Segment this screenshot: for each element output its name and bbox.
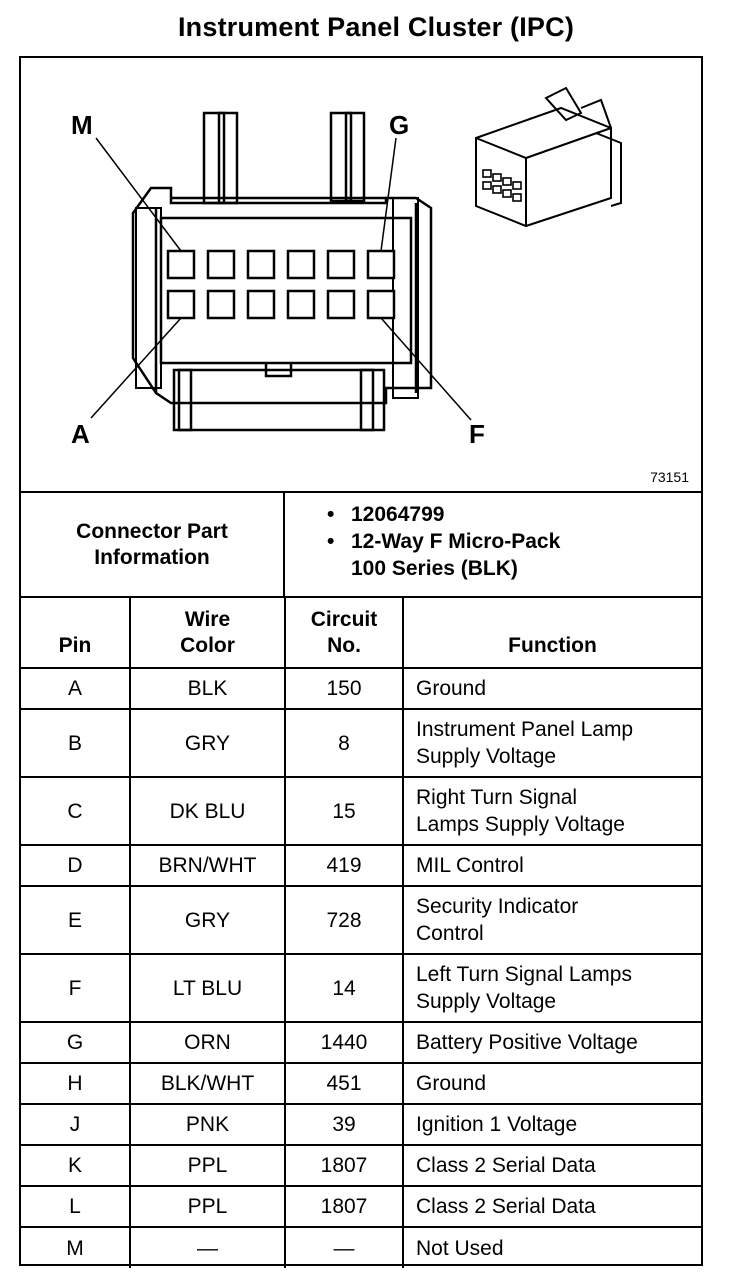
- circuit-cell: —: [284, 1226, 404, 1268]
- pin-label-m: M: [71, 110, 93, 140]
- wire-color-cell: —: [129, 1226, 286, 1268]
- pin-cell: F: [21, 953, 131, 1023]
- wire-color-cell: BLK: [129, 667, 286, 710]
- wire-color-cell: PPL: [129, 1185, 286, 1228]
- pin-cell: H: [21, 1062, 131, 1105]
- pin-cell: E: [21, 885, 131, 955]
- connector-part-info: Connector Part Information 12064799 12-W…: [21, 493, 701, 598]
- circuit-cell: 1440: [284, 1021, 404, 1064]
- circuit-cell: 15: [284, 776, 404, 846]
- wire-color-cell: LT BLU: [129, 953, 286, 1023]
- pin-cell: J: [21, 1103, 131, 1146]
- function-cell: Battery Positive Voltage: [402, 1021, 701, 1064]
- wire-color-cell: ORN: [129, 1021, 286, 1064]
- table-row: M — — Not Used: [21, 1226, 701, 1268]
- pin-cell: D: [21, 844, 131, 887]
- wire-color-cell: PNK: [129, 1103, 286, 1146]
- table-row: D BRN/WHT 419 MIL Control: [21, 844, 701, 887]
- table-row: A BLK 150 Ground: [21, 667, 701, 710]
- pin-cell: C: [21, 776, 131, 846]
- function-cell: Class 2 Serial Data: [402, 1144, 701, 1187]
- connector-3d-icon: [475, 86, 622, 228]
- pin-label-g: G: [389, 110, 409, 140]
- circuit-cell: 14: [284, 953, 404, 1023]
- wire-color-cell: BLK/WHT: [129, 1062, 286, 1105]
- pin-cell: G: [21, 1021, 131, 1064]
- pin-cell: M: [21, 1226, 131, 1268]
- circuit-cell: 150: [284, 667, 404, 710]
- pin-cell: B: [21, 708, 131, 778]
- table-row: K PPL 1807 Class 2 Serial Data: [21, 1144, 701, 1187]
- circuit-cell: 728: [284, 885, 404, 955]
- function-cell: Ground: [402, 1062, 701, 1105]
- function-cell: Class 2 Serial Data: [402, 1185, 701, 1228]
- function-cell: Ground: [402, 667, 701, 710]
- wire-color-cell: GRY: [129, 708, 286, 778]
- connector-info-label-line2: Information: [94, 545, 210, 569]
- connector-diagram: M G A F 73151: [21, 58, 701, 493]
- pin-cell: A: [21, 667, 131, 710]
- function-cell: Not Used: [402, 1226, 701, 1268]
- circuit-cell: 39: [284, 1103, 404, 1146]
- header-pin: Pin: [21, 598, 131, 669]
- wire-color-cell: GRY: [129, 885, 286, 955]
- wire-color-cell: PPL: [129, 1144, 286, 1187]
- pin-cell: K: [21, 1144, 131, 1187]
- figure-number: 73151: [650, 469, 689, 485]
- connector-sheet: M G A F 73151 Connector Part Information…: [19, 56, 703, 1268]
- table-row: J PNK 39 Ignition 1 Voltage: [21, 1103, 701, 1146]
- pin-cell: L: [21, 1185, 131, 1228]
- function-cell: Ignition 1 Voltage: [402, 1103, 701, 1146]
- pin-label-a: A: [71, 419, 90, 449]
- connector-face-drawing: M G A F: [71, 86, 622, 449]
- circuit-cell: 8: [284, 708, 404, 778]
- table-row: H BLK/WHT 451 Ground: [21, 1062, 701, 1105]
- connector-info-label: Connector Part Information: [21, 493, 285, 596]
- function-cell: MIL Control: [402, 844, 701, 887]
- table-row: L PPL 1807 Class 2 Serial Data: [21, 1185, 701, 1228]
- table-row: G ORN 1440 Battery Positive Voltage: [21, 1021, 701, 1064]
- page-title: Instrument Panel Cluster (IPC): [177, 12, 575, 42]
- circuit-cell: 1807: [284, 1185, 404, 1228]
- circuit-cell: 419: [284, 844, 404, 887]
- wire-color-cell: BRN/WHT: [129, 844, 286, 887]
- wire-color-cell: DK BLU: [129, 776, 286, 846]
- connector-info-label-line1: Connector Part: [76, 519, 228, 543]
- circuit-cell: 451: [284, 1062, 404, 1105]
- pin-label-f: F: [469, 419, 485, 449]
- circuit-cell: 1807: [284, 1144, 404, 1187]
- part-number: 12064799: [287, 501, 697, 528]
- header-function: Function: [402, 598, 701, 669]
